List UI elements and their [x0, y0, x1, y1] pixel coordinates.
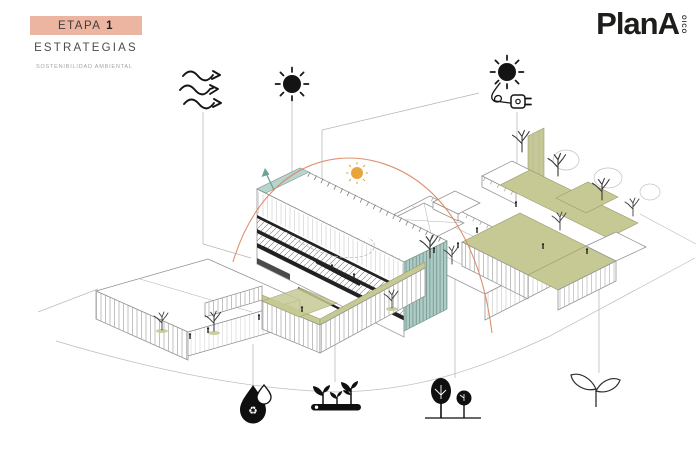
plana-logo: PlanA OICO — [596, 8, 686, 39]
recycle-glyph: ♻ — [248, 405, 257, 417]
sun-path-arc — [232, 157, 493, 334]
front-wing-courtyard — [204, 261, 426, 354]
stage-label: ETAPA — [57, 20, 102, 32]
solar-energy-plug-icon — [489, 54, 532, 109]
stage-number: 1 — [106, 20, 115, 32]
water-recycling-drop-icon: ♻ — [240, 383, 272, 424]
icon-connector-lines — [202, 92, 600, 385]
site-trees — [153, 129, 661, 335]
wind-flow-icon — [179, 70, 222, 110]
airflow-swirl — [285, 231, 375, 259]
page-title: ESTRATEGIAS — [34, 42, 138, 54]
ventilation-arrow — [261, 168, 275, 191]
sun-position-dot — [346, 162, 368, 184]
logo-vertical-text: OICO — [680, 15, 686, 35]
sun-icon — [274, 66, 310, 102]
title-block: ETAPA 1 ESTRATEGIAS SOSTENIBILIDAD AMBIE… — [30, 16, 142, 70]
sprout-leaves-icon — [570, 373, 621, 407]
logo-wordmark: PlanA — [596, 6, 680, 41]
right-wings-green-roofs — [461, 127, 647, 311]
seedlings-soil-icon — [311, 381, 361, 411]
stage-badge: ETAPA 1 — [30, 16, 142, 35]
page-subtitle: SOSTENIBILIDAD AMBIENTAL — [36, 64, 133, 70]
trees-icon — [425, 378, 481, 419]
